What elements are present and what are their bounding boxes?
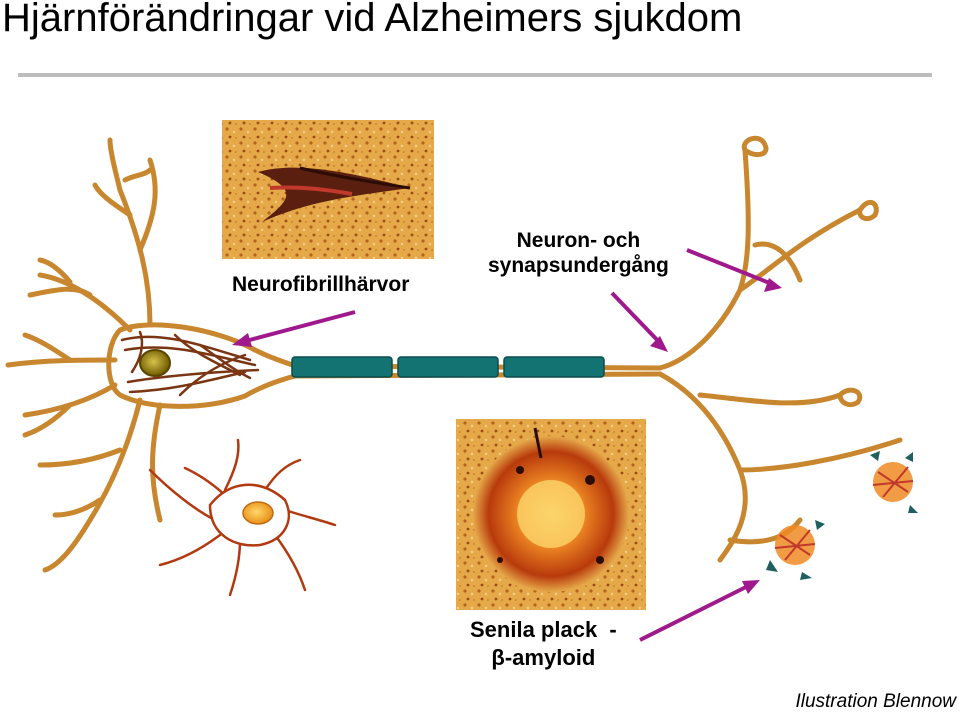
arrow-axon-loss [612, 293, 662, 345]
plaque-micrograph [456, 419, 646, 610]
label-neuron-synapse-loss: Neuron- och synapsundergång [488, 228, 669, 278]
neuron-nucleus [140, 350, 170, 376]
glial-cell [150, 440, 335, 595]
illustration-credit: Ilustration Blennow [795, 691, 956, 713]
label-neuron-synapse-loss-line1: Neuron- och [488, 228, 669, 253]
label-senile-plaques-line2: β-amyloid [470, 644, 617, 672]
amyloid-plaque-small-1 [766, 520, 825, 580]
arrow-plaque [640, 585, 750, 640]
label-senile-plaques-line1: Senila plack - [470, 616, 617, 644]
arrow-synapse-loss [687, 250, 772, 284]
label-senile-plaques: Senila plack - β-amyloid [470, 616, 617, 672]
arrow-tangles [242, 312, 355, 342]
myelin-segment-2 [398, 357, 498, 377]
myelin-segment-3 [504, 357, 604, 377]
glial-nucleus [243, 502, 273, 524]
myelin-sheath [292, 357, 604, 377]
label-neurofibrillary-tangles: Neurofibrillhärvor [232, 273, 409, 297]
label-neuron-synapse-loss-line2: synapsundergång [488, 253, 669, 278]
amyloid-plaque-small-2 [870, 451, 918, 513]
tangle-micrograph [222, 120, 434, 259]
myelin-segment-1 [292, 357, 392, 377]
